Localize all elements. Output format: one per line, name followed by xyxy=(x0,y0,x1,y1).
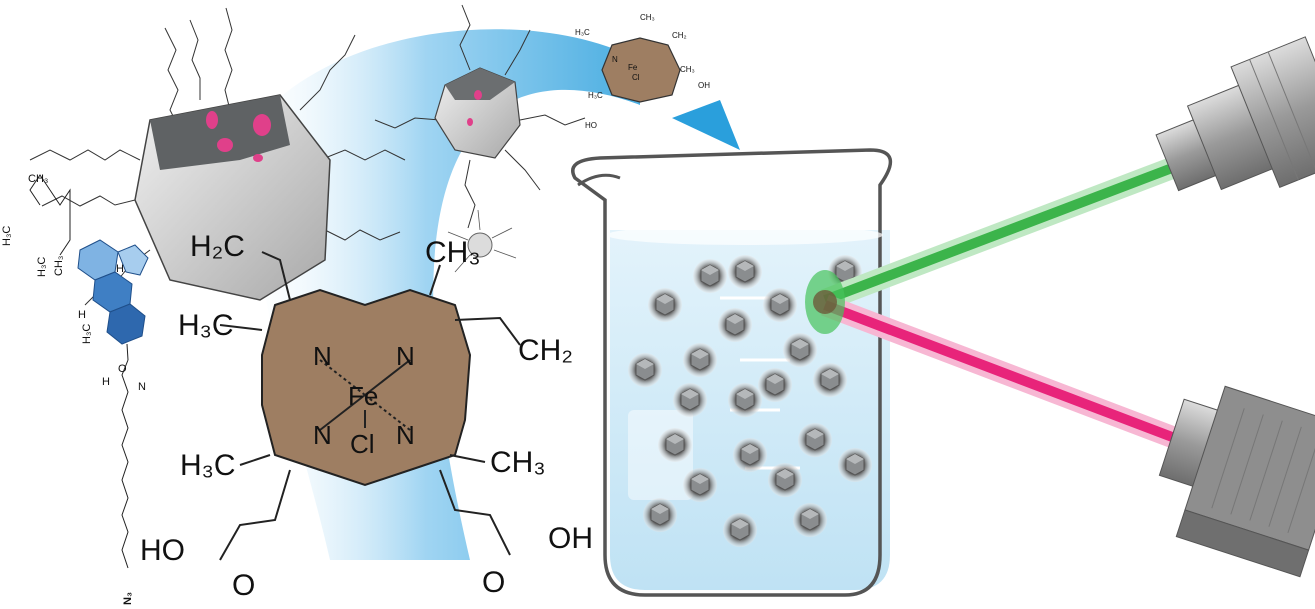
large-nanoparticle xyxy=(134,94,331,301)
detector-device xyxy=(1158,385,1315,578)
heme-label: CH₃ xyxy=(490,446,546,479)
small-heme-label: CH₃ xyxy=(680,65,695,74)
small-heme-molecule: CH₃ CH₂ H₃C Fe Cl N CH₃ H₃C OH HO xyxy=(575,13,710,130)
heme-label: N xyxy=(396,341,415,371)
heme-label: Cl xyxy=(350,429,375,459)
linker-label: H xyxy=(78,309,86,321)
linker-label: O xyxy=(118,363,127,375)
small-nanoparticle xyxy=(447,209,517,273)
small-heme-label: CH₂ xyxy=(672,31,687,40)
small-heme-label: N xyxy=(612,55,618,64)
heme-label: Fe xyxy=(348,381,378,411)
heme-label: O xyxy=(232,569,255,602)
small-heme-label: OH xyxy=(698,81,710,90)
heme-label: OH xyxy=(548,522,593,555)
linker-label: H₃C xyxy=(1,226,13,246)
linker-label: H₃C xyxy=(81,324,93,344)
steroid-linker: CH₃ H₃C H₃C CH₃ H H H₃C O H N N₃ xyxy=(1,173,149,605)
linker-label: CH₃ xyxy=(28,173,48,185)
small-heme-label: Fe xyxy=(628,63,638,72)
laser-source-device xyxy=(1155,36,1315,192)
heme-label: CH₂ xyxy=(518,334,573,367)
heme-label: H₃C xyxy=(178,309,234,342)
heme-label: HO xyxy=(140,534,185,567)
small-heme-label: HO xyxy=(585,121,597,130)
arrow-head xyxy=(672,100,740,150)
heme-label: O xyxy=(482,566,505,599)
heme-label: N xyxy=(396,420,415,450)
small-heme-label: Cl xyxy=(632,73,640,82)
linker-label: CH₃ xyxy=(53,256,65,276)
linker-label: H xyxy=(116,263,124,275)
heme-label: CH₃ xyxy=(425,236,481,269)
heme-molecule: H₂C CH₃ H₃C CH₂ N N N N Fe Cl H₃C CH₃ HO… xyxy=(140,230,593,602)
small-heme-label: H₃C xyxy=(588,91,603,100)
laser-beams xyxy=(805,154,1184,451)
linker-label: H₃C xyxy=(36,257,48,277)
heme-label: H₂C xyxy=(190,230,245,263)
heme-label: N xyxy=(313,341,332,371)
ligand-chains-mid xyxy=(374,4,586,229)
small-heme-label: CH₃ xyxy=(640,13,655,22)
mid-nanoparticle xyxy=(434,67,521,159)
heme-label: N xyxy=(313,420,332,450)
linker-label: N₃ xyxy=(122,592,134,605)
heme-label: H₃C xyxy=(180,449,236,482)
small-heme-label: H₃C xyxy=(575,28,590,37)
linker-label: H xyxy=(102,376,110,388)
linker-label: N xyxy=(138,381,146,393)
